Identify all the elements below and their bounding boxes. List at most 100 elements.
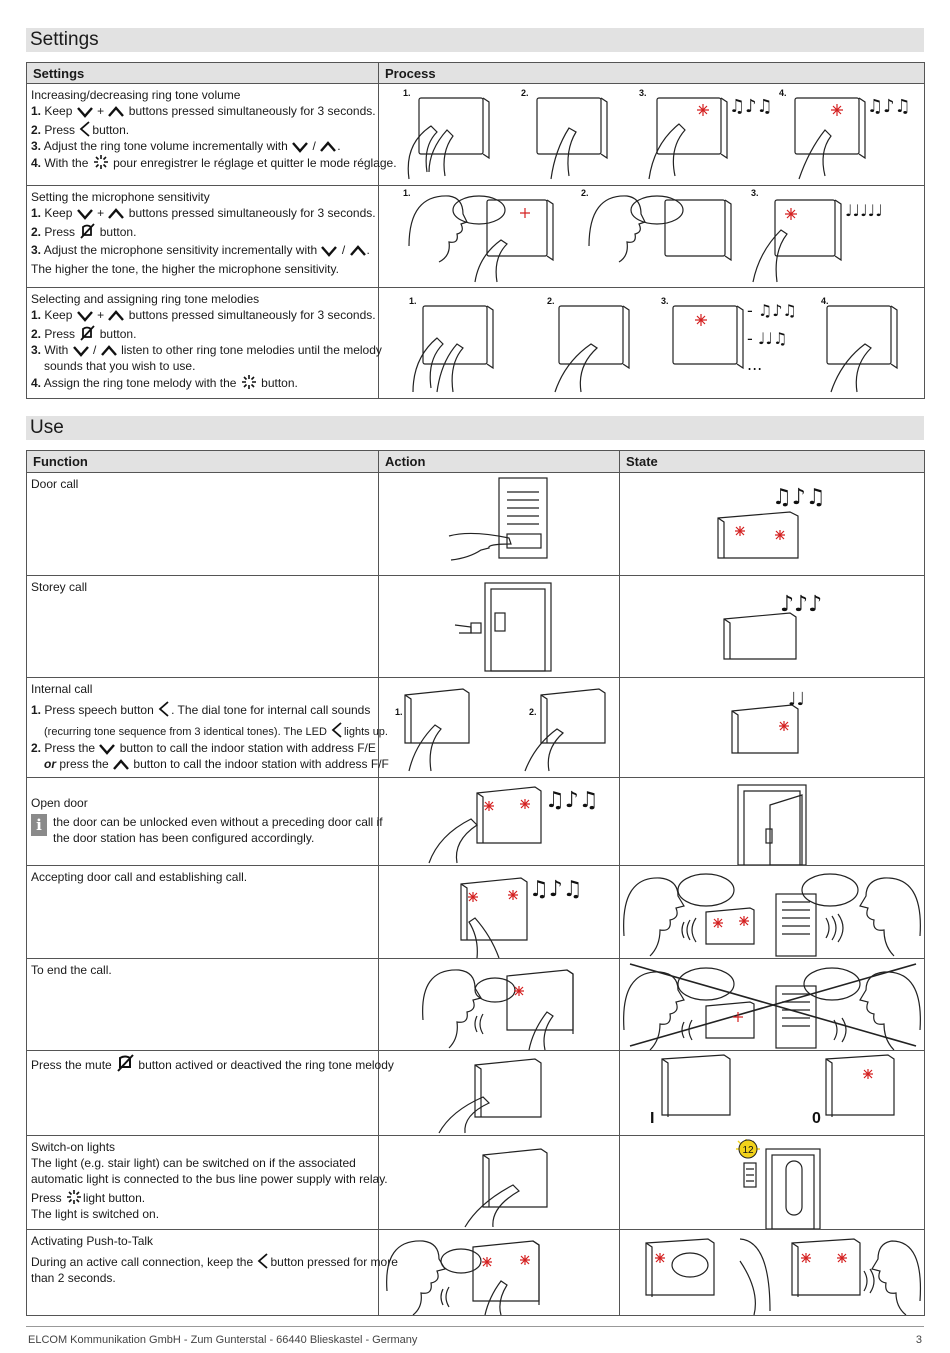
speech-bubble	[804, 968, 860, 1000]
storey-call-state: ♪♪♪	[620, 576, 925, 678]
settings-table: Settings Process Increasing/decreasing r…	[26, 62, 925, 399]
indoor-station-unit	[657, 98, 721, 154]
chevron-up-icon	[101, 345, 117, 357]
step-number: 1.	[403, 88, 411, 98]
indoor-station-unit	[541, 689, 605, 743]
svg-text:♩♩: ♩♩	[788, 689, 805, 710]
internal-call-text: Internal call 1. Press speech button . T…	[27, 678, 379, 778]
step-number: 4.	[821, 296, 829, 306]
svg-text:- ♩♩♫: - ♩♩♫	[747, 329, 787, 348]
lights-action	[379, 1136, 620, 1230]
internal-call-figure: 1. 2.	[379, 679, 619, 777]
info-icon: i	[31, 814, 47, 836]
chevron-down-icon	[321, 245, 337, 257]
door-call-action	[379, 473, 620, 576]
internal-call-state: ♩♩	[620, 678, 925, 778]
open-door-leaf	[770, 795, 802, 865]
footer-divider	[26, 1326, 924, 1327]
speech-bubble	[678, 968, 734, 1000]
mute-press-figure	[379, 1051, 619, 1135]
lights-text: Switch-on lights The light (e.g. stair l…	[27, 1136, 379, 1230]
table-row: To end the call.	[27, 959, 925, 1051]
chevron-down-icon	[99, 743, 115, 755]
step-number: 2.	[529, 707, 537, 717]
step-number: 2.	[547, 296, 555, 306]
light-badge-number: 12	[742, 1145, 754, 1156]
internal-call-action: 1. 2.	[379, 678, 620, 778]
col-process-header: Process	[379, 63, 925, 84]
open-door-text: Open door i the door can be unlocked eve…	[27, 778, 379, 866]
lit-entrance-figure: 12	[620, 1137, 924, 1229]
end-call-state	[620, 959, 925, 1051]
settings-melody-figure: 1. 2. 3. 4.	[379, 288, 925, 399]
table-row: Activating Push-to-Talk During an active…	[27, 1230, 925, 1316]
ptt-press-figure	[379, 1231, 619, 1315]
speech-bubble	[672, 1253, 708, 1277]
col-action-header: Action	[379, 451, 620, 473]
process-figure-volume: 1. 2. 3. 4.	[379, 84, 925, 185]
end-call-text: To end the call.	[27, 959, 379, 1051]
chevron-up-icon	[320, 141, 336, 153]
mute-icon	[79, 325, 95, 341]
speaker-icon	[257, 1253, 269, 1269]
table-row: Accepting door call and establishing cal…	[27, 866, 925, 959]
state-on-label: 0	[812, 1110, 821, 1127]
door-call-state: ♫♪♫	[620, 473, 925, 576]
indoor-ringing-figure: ♫♪♫	[620, 474, 924, 574]
svg-text:♫♪♫: ♫♪♫	[772, 485, 826, 510]
use-table: Function Action State Door call	[26, 450, 925, 1316]
table-row: Selecting and assigning ring tone melodi…	[27, 288, 925, 399]
step-number: 2.	[521, 88, 529, 98]
svg-text:- ♫♪♫: - ♫♪♫	[747, 301, 797, 320]
more-melodies-dots: ...	[747, 355, 762, 374]
svg-text:♫♪♫: ♫♪♫	[729, 96, 773, 117]
light-press-figure	[379, 1137, 619, 1229]
door-station-panel	[499, 478, 547, 558]
indoor-station-unit	[473, 1241, 539, 1301]
open-door-action: ♫♪♫	[379, 778, 620, 866]
chevron-up-icon	[108, 310, 124, 322]
chevron-down-icon	[77, 310, 93, 322]
process-figure-melody: 1. 2. 3. 4.	[379, 288, 925, 398]
open-door-state	[620, 778, 925, 866]
indoor-station-unit	[718, 512, 798, 558]
indoor-station-unit	[795, 98, 859, 154]
process-figure-microphone: 1. 2. 3.	[379, 186, 925, 287]
opened-door-figure	[620, 779, 924, 865]
speech-bubble	[802, 874, 858, 906]
chevron-up-icon	[108, 208, 124, 220]
indoor-station-unit	[706, 1002, 754, 1038]
door-station-figure	[379, 474, 619, 574]
door-station-panel	[776, 986, 816, 1048]
mute-icon	[79, 223, 95, 239]
chevron-down-icon	[73, 345, 89, 357]
chevron-up-icon	[113, 759, 129, 771]
light-icon	[93, 154, 109, 170]
storey-call-text: Storey call	[27, 576, 379, 678]
step-number: 4.	[779, 88, 787, 98]
table-row: Storey call ♪♪♪	[27, 576, 925, 678]
door-call-text: Door call	[27, 473, 379, 576]
indoor-station-unit	[487, 200, 547, 256]
mute-action	[379, 1051, 620, 1136]
table-row: Internal call 1. Press speech button . T…	[27, 678, 925, 778]
indoor-station-unit	[775, 200, 835, 256]
indoor-station-unit	[706, 908, 754, 944]
table-row: Press the mute button actived or deactiv…	[27, 1051, 925, 1136]
step-number: 1.	[403, 188, 411, 198]
indoor-station-unit	[559, 306, 623, 364]
mute-states-figure: I 0	[620, 1051, 924, 1135]
indoor-station-unit	[724, 613, 796, 659]
chevron-down-icon	[77, 208, 93, 220]
col-settings-header: Settings	[27, 63, 379, 84]
open-door-figure: ♫♪♫	[379, 779, 619, 865]
step-number: 1.	[409, 296, 417, 306]
accepting-call-state	[620, 866, 925, 959]
table-row: Increasing/decreasing ring tone volume 1…	[27, 84, 925, 186]
indoor-station-unit	[537, 98, 601, 154]
speaker-icon	[331, 722, 343, 738]
light-icon	[241, 374, 257, 390]
indoor-station-unit	[461, 878, 527, 940]
accepting-call-action: ♫♪♫	[379, 866, 620, 959]
speech-bubble	[678, 874, 734, 906]
